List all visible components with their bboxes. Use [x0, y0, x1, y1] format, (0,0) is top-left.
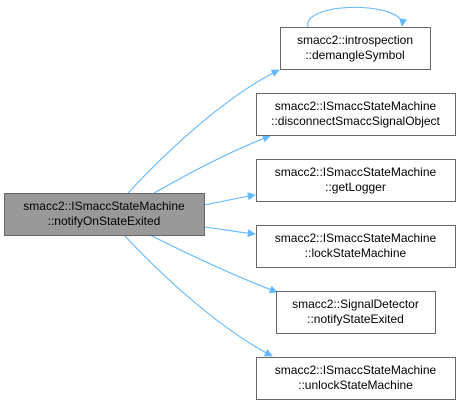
edge-line: [123, 234, 273, 357]
node-label-line-1: smacc2::introspection: [297, 33, 413, 47]
node-label-line-2: ::notifyStateExited: [307, 312, 404, 326]
edge-layer: [123, 6, 408, 357]
node-box: [256, 225, 456, 268]
edge-to-t1: [153, 134, 271, 194]
edge-to-t3: [203, 226, 256, 238]
edge-line: [127, 69, 280, 194]
target-node-4[interactable]: smacc2::SignalDetector::notifyStateExite…: [276, 291, 436, 334]
edge-to-t4: [149, 234, 278, 294]
node-label-line-1: smacc2::ISmaccStateMachine: [275, 231, 437, 245]
target-node-5[interactable]: smacc2::ISmaccStateMachine::unlockStateM…: [256, 357, 456, 400]
edge-to-t5: [123, 234, 273, 357]
edge-line: [307, 6, 408, 28]
node-label-line-1: smacc2::ISmaccStateMachine: [23, 199, 185, 213]
node-label-line-2: ::demangleSymbol: [305, 48, 404, 62]
source-node[interactable]: smacc2::ISmaccStateMachine::notifyOnStat…: [4, 193, 205, 236]
edge-line: [203, 226, 256, 238]
self-loop-t0: [307, 6, 408, 28]
node-layer: smacc2::ISmaccStateMachine::notifyOnStat…: [4, 27, 456, 400]
node-box: [276, 291, 436, 334]
node-box: [256, 357, 456, 400]
node-box: [280, 27, 431, 70]
node-label-line-2: ::getLogger: [325, 180, 386, 194]
node-label-line-2: ::notifyOnStateExited: [48, 214, 161, 228]
node-label-line-1: smacc2::SignalDetector: [292, 297, 419, 311]
target-node-1[interactable]: smacc2::ISmaccStateMachine::disconnectSm…: [256, 93, 456, 136]
edge-line: [203, 192, 256, 206]
edge-to-t2: [203, 192, 256, 206]
edge-to-t0: [127, 69, 280, 194]
node-box: [4, 193, 205, 236]
node-label-line-1: smacc2::ISmaccStateMachine: [275, 99, 437, 113]
node-label-line-1: smacc2::ISmaccStateMachine: [275, 363, 437, 377]
edge-line: [149, 234, 278, 294]
node-label-line-2: ::unlockStateMachine: [298, 378, 413, 392]
node-box: [256, 159, 456, 202]
node-label-line-2: ::disconnectSmaccSignalObject: [271, 114, 440, 128]
node-label-line-2: ::lockStateMachine: [305, 246, 407, 260]
edge-line: [153, 134, 271, 194]
target-node-2[interactable]: smacc2::ISmaccStateMachine::getLogger: [256, 159, 456, 202]
node-label-line-1: smacc2::ISmaccStateMachine: [275, 165, 437, 179]
target-node-3[interactable]: smacc2::ISmaccStateMachine::lockStateMac…: [256, 225, 456, 268]
target-node-0[interactable]: smacc2::introspection::demangleSymbol: [280, 27, 431, 70]
node-box: [256, 93, 456, 136]
